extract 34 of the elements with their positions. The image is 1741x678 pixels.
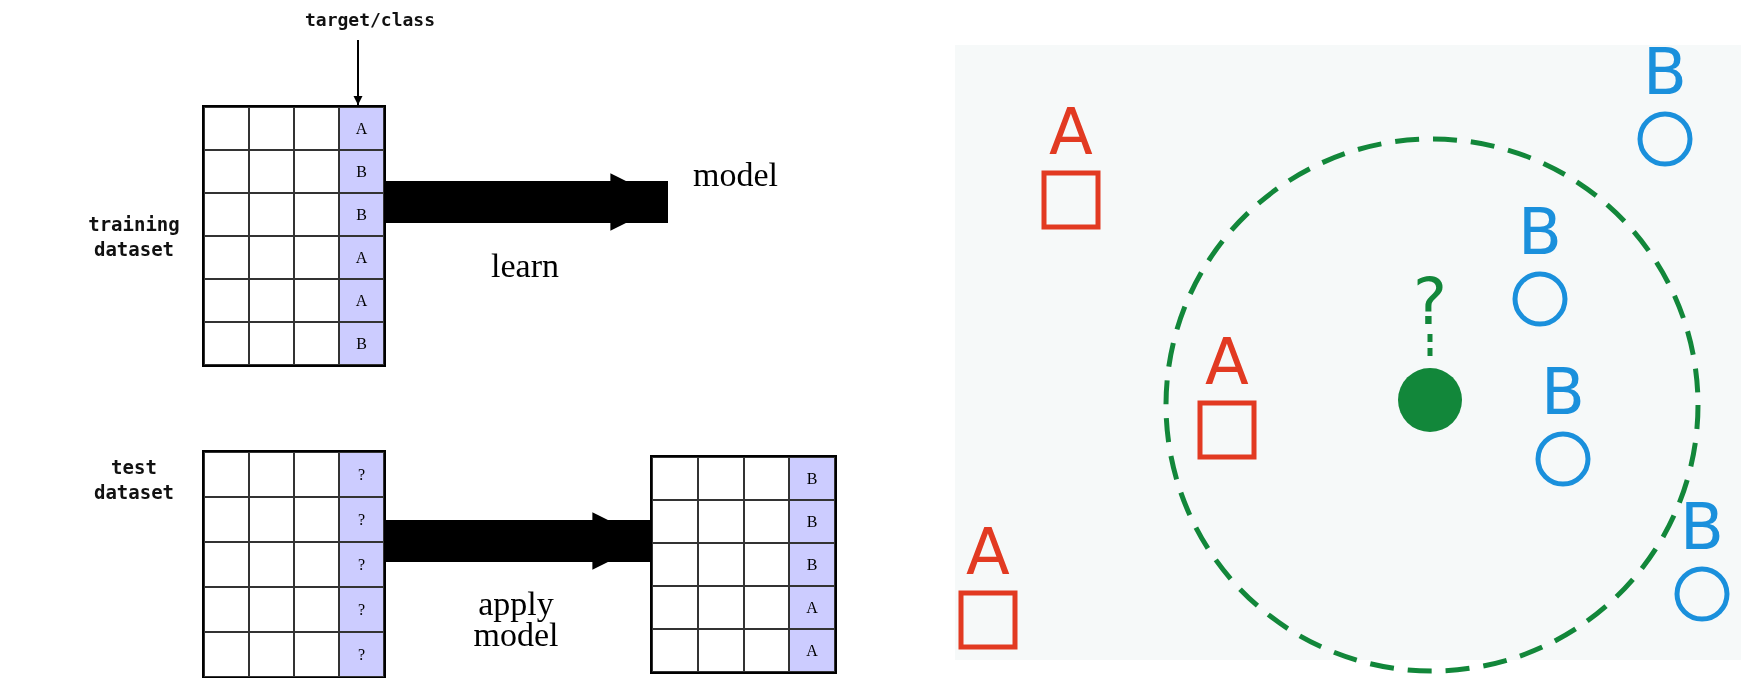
edge-label: apply model bbox=[472, 588, 560, 650]
class-value: A bbox=[339, 279, 384, 322]
class-value: B bbox=[339, 193, 384, 236]
arrow bbox=[353, 39, 363, 106]
question-mark: ? bbox=[1413, 270, 1447, 334]
data-table bbox=[650, 455, 837, 674]
class-value: B bbox=[339, 150, 384, 193]
class-letter: A bbox=[966, 520, 1010, 584]
dataset-label: test dataset bbox=[92, 455, 176, 505]
class-value: ? bbox=[339, 452, 384, 497]
edge-label: learn bbox=[490, 250, 560, 281]
class-value: B bbox=[789, 457, 835, 500]
class-value: A bbox=[789, 586, 835, 629]
data-table bbox=[202, 105, 386, 367]
class-value: B bbox=[789, 543, 835, 586]
class-value: B bbox=[339, 322, 384, 365]
class-value: A bbox=[339, 107, 384, 150]
dataset-label: training dataset bbox=[87, 212, 181, 262]
class-value: B bbox=[789, 500, 835, 543]
class-value: ? bbox=[339, 587, 384, 632]
data-table bbox=[202, 450, 386, 678]
class-value: ? bbox=[339, 497, 384, 542]
column-label: target/class bbox=[300, 8, 440, 32]
class-letter: B bbox=[1643, 40, 1687, 104]
class-value: A bbox=[339, 236, 384, 279]
class-letter: B bbox=[1680, 495, 1724, 559]
class-value: ? bbox=[339, 542, 384, 587]
class-letter: A bbox=[1049, 100, 1093, 164]
class-value: ? bbox=[339, 632, 384, 677]
class-letter: B bbox=[1541, 360, 1585, 424]
class-value: A bbox=[789, 629, 835, 672]
class-letter: A bbox=[1205, 330, 1249, 394]
model-label: model bbox=[668, 158, 803, 192]
class-letter: B bbox=[1518, 200, 1562, 264]
